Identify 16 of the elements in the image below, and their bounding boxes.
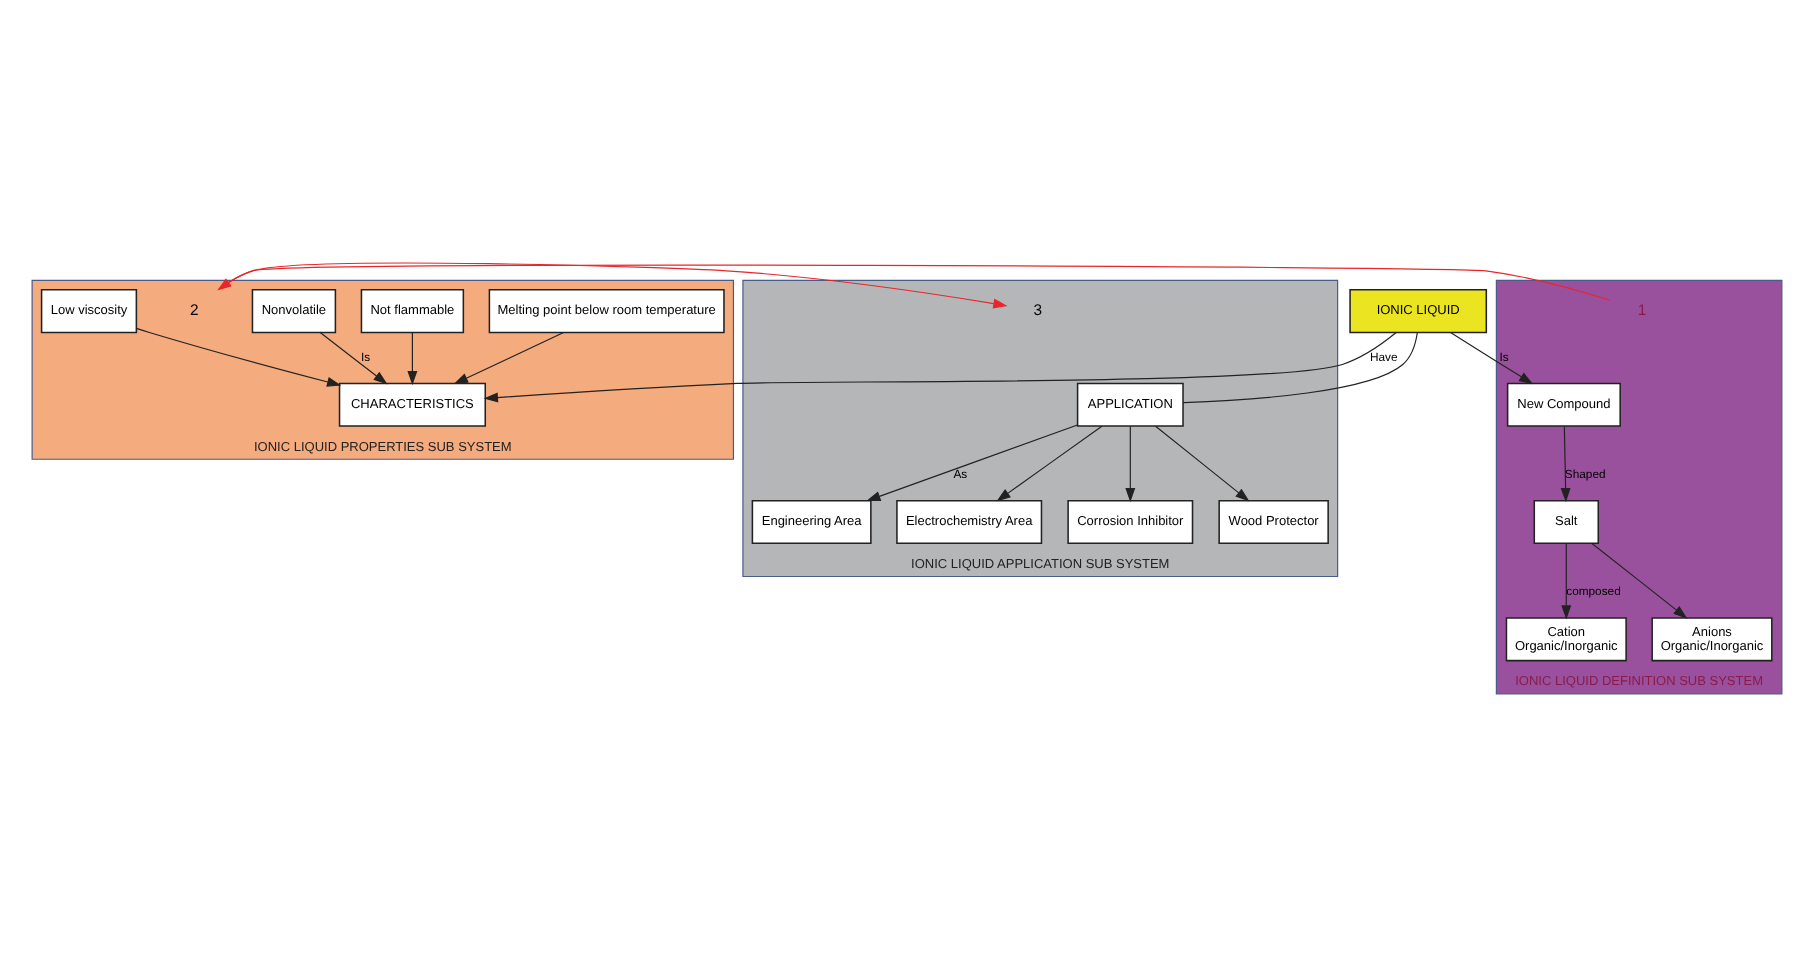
arrow (483, 331, 1397, 403)
arrow (1155, 425, 1250, 502)
arrow (1561, 543, 1572, 620)
arrow (217, 264, 1611, 301)
arrow (1560, 425, 1571, 503)
arrow (407, 331, 418, 386)
arrow (1591, 542, 1688, 619)
arrow (218, 262, 1008, 309)
arrow (453, 331, 565, 385)
arrow (319, 331, 388, 385)
connector (1182, 332, 1418, 404)
arrow (1449, 331, 1534, 385)
arrow (135, 327, 342, 387)
arrow (996, 425, 1103, 502)
arrow (866, 424, 1078, 502)
arrow (1125, 425, 1136, 503)
